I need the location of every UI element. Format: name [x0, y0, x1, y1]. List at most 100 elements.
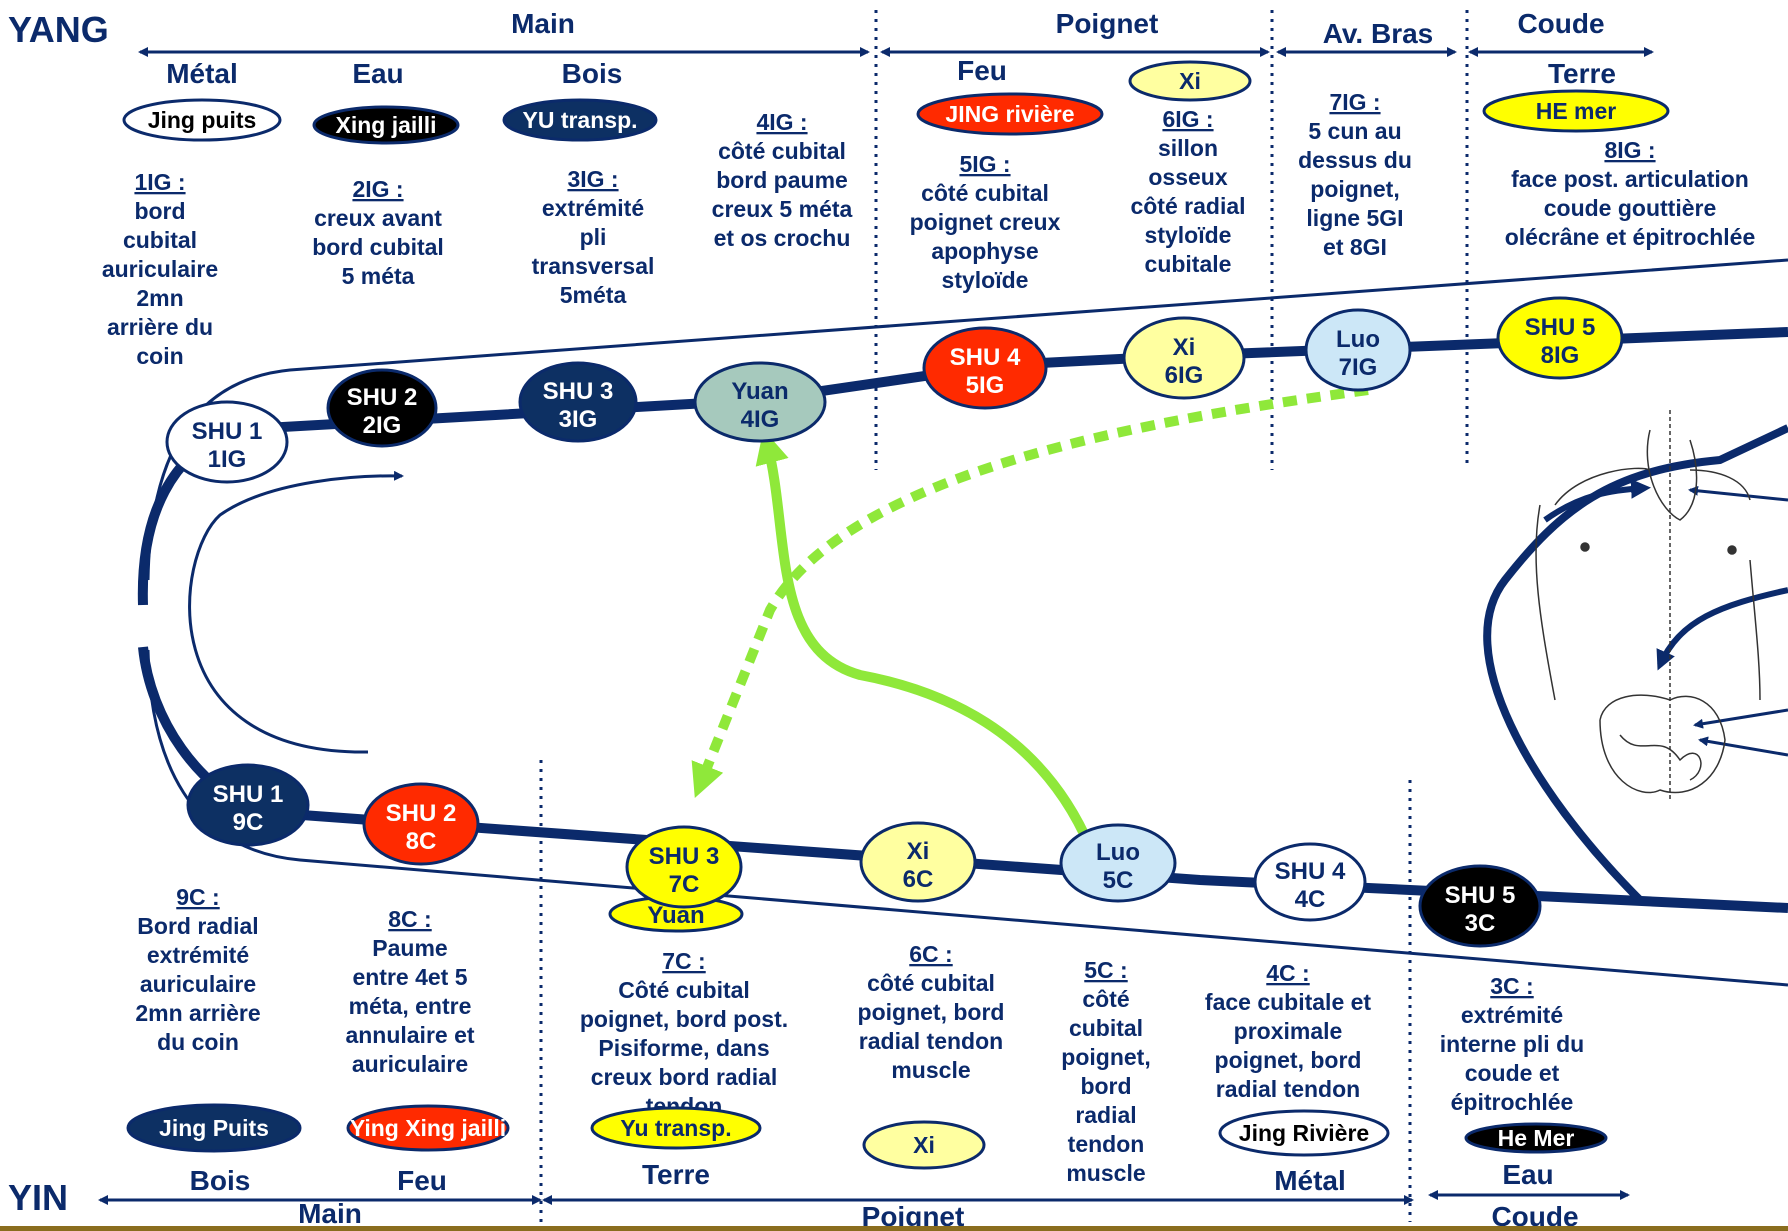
description-line: auriculaire — [102, 256, 218, 282]
description-title: 9C : — [176, 884, 219, 910]
description-line: radial — [1075, 1102, 1136, 1128]
description-title: 5C : — [1084, 957, 1127, 983]
description-title: 8IG : — [1604, 137, 1655, 163]
point-code: 9C — [233, 809, 264, 836]
yuan-label-7c: Yuan — [608, 895, 744, 933]
point-code: 2IG — [363, 412, 402, 439]
yang-type-label: YU transp. — [522, 107, 637, 133]
yin-point: SHU 53C — [1418, 864, 1542, 948]
description-title: 4C : — [1266, 960, 1309, 986]
description-line: annulaire et — [345, 1022, 474, 1048]
description-line: bord — [134, 198, 185, 224]
description-line: poignet, — [1310, 176, 1399, 202]
yang-type-label: Xing jailli — [336, 112, 437, 138]
yang-type-badge: Jing puits — [122, 98, 282, 142]
chest-curve — [1483, 424, 1788, 903]
yin-type-label: Yu transp. — [620, 1115, 731, 1141]
description-line: styloïde — [1145, 222, 1232, 248]
yang-type-badge: Xing jailli — [312, 105, 460, 145]
description-title: 8C : — [388, 906, 431, 932]
description-title: 3IG : — [567, 166, 618, 192]
description-line: Bord radial — [137, 913, 258, 939]
yin-point: SHU 44C — [1253, 842, 1367, 922]
yin-type-badge: Yu transp. — [590, 1106, 762, 1150]
description-line: bord — [1080, 1073, 1131, 1099]
yang-element-eau: Eau — [352, 58, 403, 89]
description-line: 5 méta — [342, 263, 415, 289]
yang-label: YANG — [8, 9, 109, 50]
description-line: 2mn arrière — [135, 1000, 260, 1026]
luo-yuan-connection — [755, 429, 1095, 849]
point-name: SHU 2 — [347, 384, 418, 411]
description-line: radial tendon — [859, 1028, 1003, 1054]
description-line: creux avant — [314, 205, 442, 231]
point-name: SHU 4 — [1275, 858, 1346, 885]
description-title: 3C : — [1490, 973, 1533, 999]
flow-arrow — [188, 470, 404, 754]
yang-type-badge: HE mer — [1482, 89, 1670, 133]
description-title: 1IG : — [134, 169, 185, 195]
point-code: 4C — [1295, 886, 1326, 913]
description-title: 4IG : — [756, 109, 807, 135]
point-name: Xi — [907, 838, 930, 865]
description-line: extrémité — [1461, 1002, 1563, 1028]
point-code: 7IG — [1339, 354, 1378, 381]
yin-point: SHU 37C — [625, 825, 743, 909]
description-title: 2IG : — [352, 176, 403, 202]
description-line: côté cubital — [718, 138, 846, 164]
description-line: extrémité — [147, 942, 249, 968]
description-line: olécrâne et épitrochlée — [1505, 224, 1756, 250]
yin-description: 5C :côtécubitalpoignet,bordradialtendonm… — [1061, 957, 1150, 1186]
description-line: cubital — [1069, 1015, 1143, 1041]
description-line: arrière du — [107, 314, 213, 340]
point-name: Xi — [1173, 334, 1196, 361]
bottom-bar — [0, 1226, 1788, 1231]
description-line: extrémité — [542, 195, 644, 221]
yin-type-label: Jing Rivière — [1239, 1120, 1369, 1146]
description-line: poignet, bord — [858, 999, 1005, 1025]
description-line: auriculaire — [140, 971, 256, 997]
description-line: du coin — [157, 1029, 239, 1055]
point-code: 5C — [1103, 867, 1134, 894]
yin-type-badge: He Mer — [1464, 1122, 1608, 1154]
yin-point: SHU 19C — [186, 763, 310, 847]
description-line: styloïde — [942, 267, 1029, 293]
yin-element-terre: Terre — [642, 1159, 710, 1190]
description-line: transversal — [532, 253, 655, 279]
point-name: SHU 1 — [213, 781, 284, 808]
point-code: 6IG — [1165, 362, 1204, 389]
description-line: face cubitale et — [1205, 989, 1372, 1015]
yang-type-label: Jing puits — [148, 107, 257, 133]
description-line: côté radial — [1130, 193, 1245, 219]
description-line: dessus du — [1298, 147, 1412, 173]
point-name: SHU 4 — [950, 344, 1021, 371]
description-line: poignet creux — [910, 209, 1061, 235]
torso-illustration — [1535, 410, 1761, 800]
description-title: 7C : — [662, 948, 705, 974]
description-line: côté cubital — [867, 970, 995, 996]
point-code: 3C — [1465, 910, 1496, 937]
description-line: osseux — [1148, 164, 1227, 190]
description-line: pli — [580, 224, 607, 250]
